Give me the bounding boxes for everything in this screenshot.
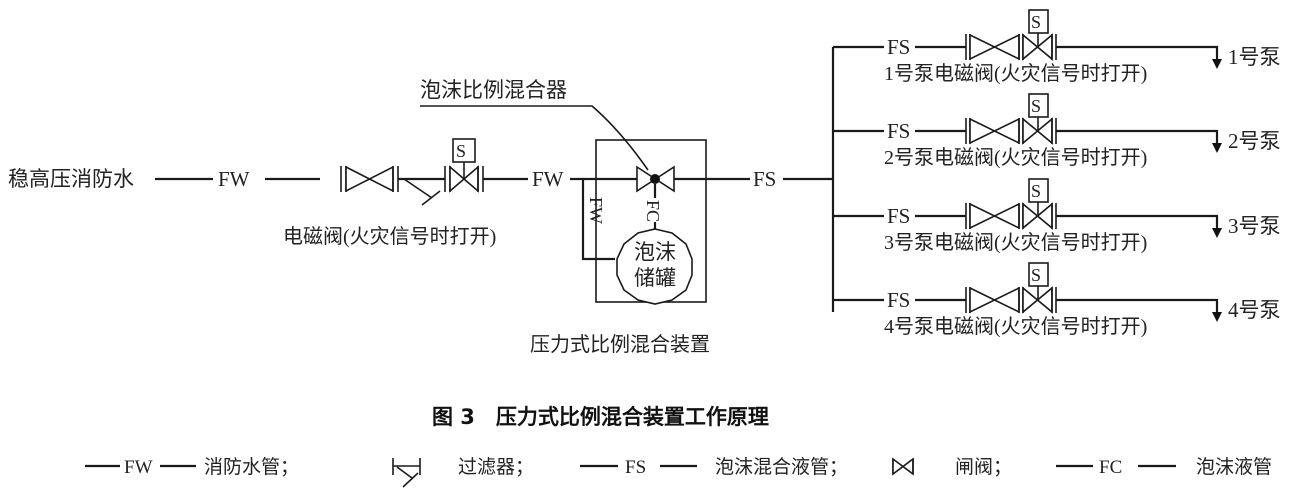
pump-valve-caption: 2号泵电磁阀(火灾信号时打开)	[884, 146, 1147, 169]
proportioner-mixer-icon	[636, 165, 675, 193]
solenoid-valve-icon: S	[1022, 93, 1057, 145]
legend-gate-valve-icon	[892, 457, 914, 476]
tank-label-2: 储罐	[634, 266, 676, 290]
pump-branch: FS S 2号泵 2号泵电磁阀(火灾信号时打开)	[833, 93, 1281, 169]
gate-valve-icon	[965, 286, 1024, 314]
legend-fw-code: FW	[124, 457, 153, 478]
pump-branch: FS S 3号泵 3号泵电磁阀(火灾信号时打开)	[833, 178, 1281, 254]
solenoid-symbol: S	[456, 141, 466, 161]
pipe-code-fw-vertical: FW	[586, 197, 606, 224]
solenoid-symbol: S	[1031, 12, 1041, 32]
solenoid-valve-icon: S	[1022, 178, 1057, 230]
pump-valve-caption: 4号泵电磁阀(火灾信号时打开)	[884, 315, 1147, 338]
pipe-bypass	[581, 179, 615, 261]
pipe-segment	[1056, 129, 1219, 145]
legend-fc-label: 泡沫液管	[1196, 456, 1272, 478]
leader-line	[420, 105, 649, 171]
solenoid-symbol: S	[1031, 181, 1041, 201]
source-label: 稳高压消防水	[8, 167, 134, 191]
pipe-code-fw: FW	[532, 167, 564, 191]
pump-label: 3号泵	[1228, 214, 1281, 238]
pipe-code-fs: FS	[887, 35, 910, 59]
pump-valve-caption: 3号泵电磁阀(火灾信号时打开)	[884, 231, 1147, 254]
pipe-code-fw: FW	[218, 167, 250, 191]
pump-branch: FS S 4号泵 4号泵电磁阀(火灾信号时打开)	[833, 262, 1281, 338]
pump-label: 2号泵	[1228, 129, 1281, 153]
pump-branch: FS S 1号泵 1号泵电磁阀(火灾信号时打开)	[833, 9, 1281, 85]
legend-gate-label: 闸阀；	[955, 456, 1012, 478]
gate-valve-icon	[965, 202, 1024, 230]
pipe-code-fc-vertical: FC	[643, 200, 663, 222]
arrow-down-icon	[1212, 59, 1222, 69]
pump-label: 4号泵	[1228, 298, 1281, 322]
solenoid-symbol: S	[1031, 265, 1041, 285]
legend-filter-label: 过滤器；	[458, 456, 534, 478]
pump-label: 1号泵	[1228, 45, 1281, 69]
foam-tank	[616, 228, 693, 305]
pipe-segment	[1056, 298, 1219, 314]
device-caption: 压力式比例混合装置	[530, 333, 710, 356]
legend-fc-code: FC	[1099, 457, 1122, 478]
legend: FW 消防水管； 过滤器； FS 泡沫混合液管； 闸阀； FC 泡沫液管	[85, 456, 1272, 488]
arrow-down-icon	[1212, 228, 1222, 238]
solenoid-symbol: S	[1031, 96, 1041, 116]
figure-title: 图 3 压力式比例混合装置工作原理	[432, 405, 769, 429]
legend-fw-label: 消防水管；	[204, 456, 299, 478]
solenoid-valve-icon: S	[1022, 9, 1057, 61]
solenoid-valve-icon: S	[444, 138, 484, 193]
pipe-code-fs: FS	[887, 119, 910, 143]
arrow-down-icon	[1212, 143, 1222, 153]
gate-valve-icon	[965, 117, 1024, 145]
legend-fs-code: FS	[625, 457, 646, 478]
legend-filter-icon	[392, 458, 421, 488]
gate-valve-icon	[965, 33, 1024, 61]
tank-label-1: 泡沫	[634, 240, 676, 264]
pipe-code-fs: FS	[753, 167, 776, 191]
filter-icon	[398, 177, 445, 206]
gate-valve-icon	[340, 165, 399, 193]
inlet-valve-caption: 电磁阀(火灾信号时打开)	[283, 225, 496, 248]
legend-fs-label: 泡沫混合液管；	[715, 456, 848, 478]
pipe-code-fs: FS	[887, 204, 910, 228]
pipe-segment	[1056, 45, 1219, 61]
arrow-down-icon	[1212, 312, 1222, 322]
pipe-code-fs: FS	[887, 288, 910, 312]
pump-valve-caption: 1号泵电磁阀(火灾信号时打开)	[884, 62, 1147, 85]
pipe-segment	[1056, 214, 1219, 230]
solenoid-valve-icon: S	[1022, 262, 1057, 314]
proportioner-label: 泡沫比例混合器	[420, 78, 567, 102]
